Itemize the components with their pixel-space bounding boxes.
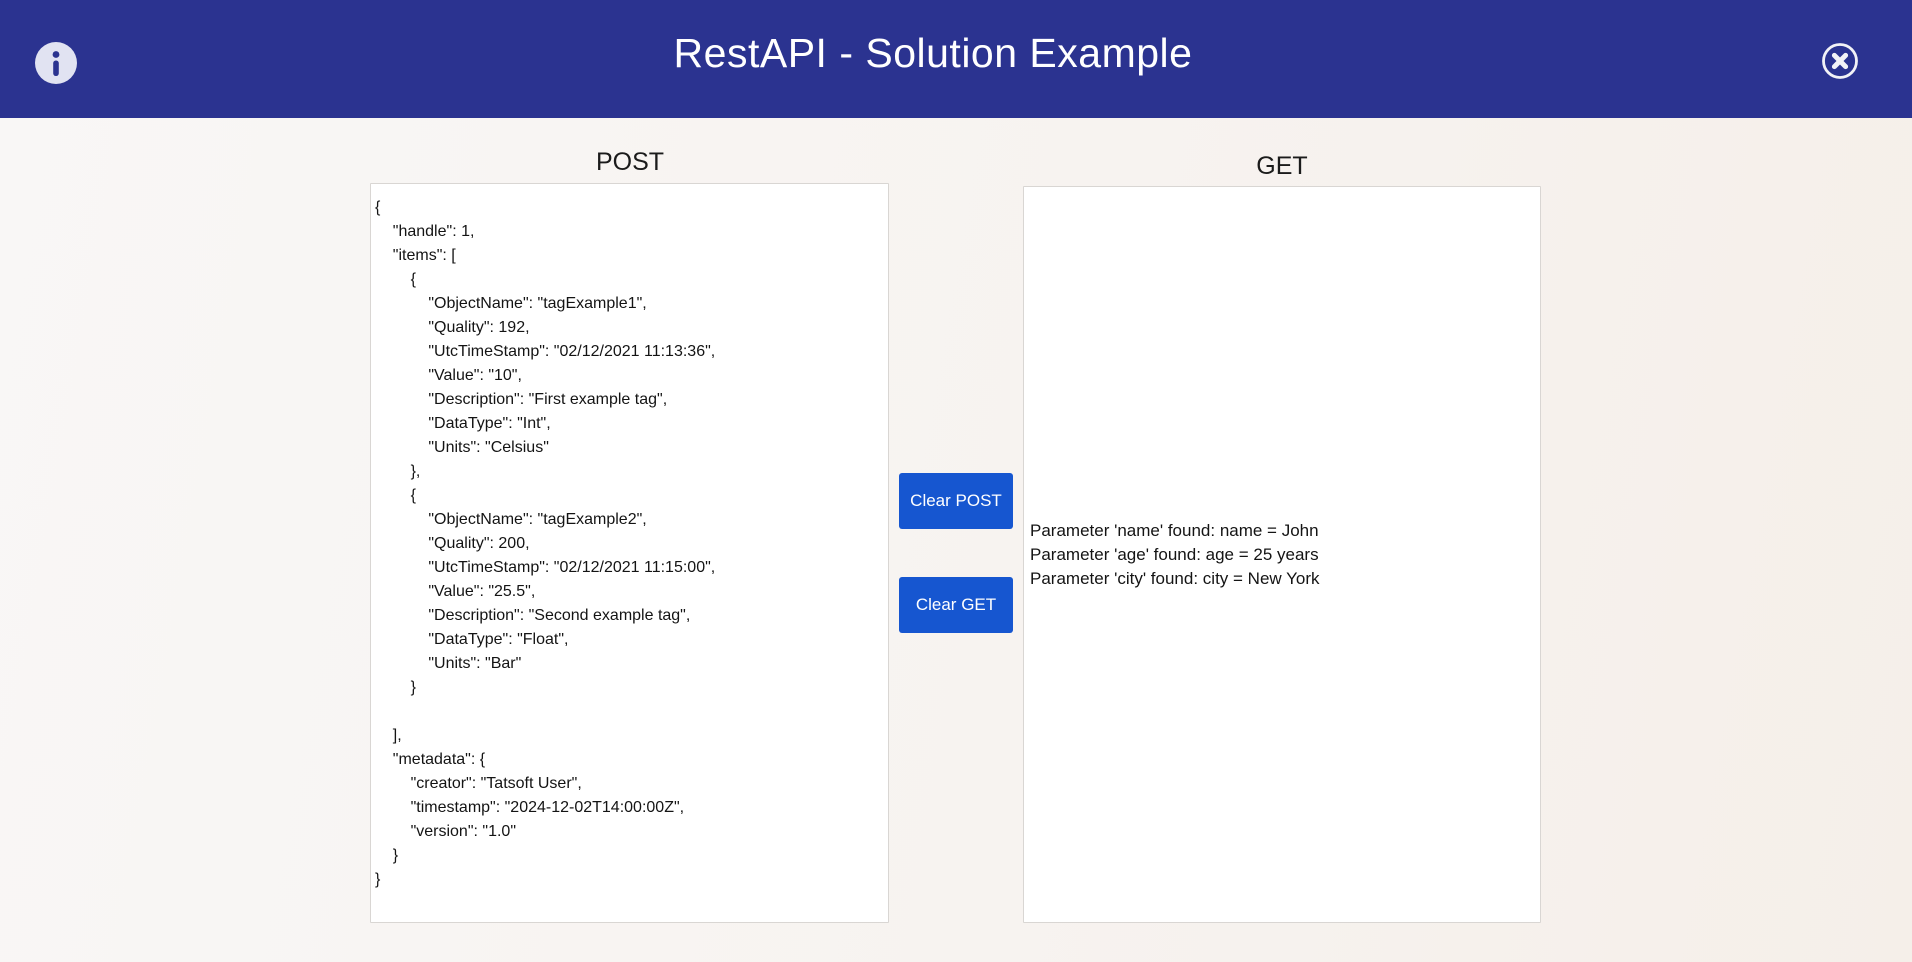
get-output-line: Parameter 'age' found: age = 25 years xyxy=(1030,543,1540,567)
info-button[interactable] xyxy=(34,41,78,85)
close-button[interactable] xyxy=(1820,41,1860,81)
get-output-line: Parameter 'city' found: city = New York xyxy=(1030,567,1540,591)
get-output-area: Parameter 'name' found: name = JohnParam… xyxy=(1023,186,1541,923)
get-output-line: Parameter 'name' found: name = John xyxy=(1030,519,1540,543)
get-output-lines: Parameter 'name' found: name = JohnParam… xyxy=(1024,519,1540,591)
title-bar: RestAPI - Solution Example xyxy=(0,0,1912,118)
info-circle-icon xyxy=(34,73,78,88)
window-title: RestAPI - Solution Example xyxy=(674,30,1193,77)
clear-get-button[interactable]: Clear GET xyxy=(899,577,1013,633)
get-panel-label: GET xyxy=(1256,152,1307,181)
post-panel-label: POST xyxy=(596,148,664,177)
clear-post-button[interactable]: Clear POST xyxy=(899,473,1013,529)
post-code-area[interactable]: { "handle": 1, "items": [ { "ObjectName"… xyxy=(370,183,889,923)
close-circle-icon xyxy=(1820,69,1860,84)
post-code-text: { "handle": 1, "items": [ { "ObjectName"… xyxy=(371,184,888,904)
